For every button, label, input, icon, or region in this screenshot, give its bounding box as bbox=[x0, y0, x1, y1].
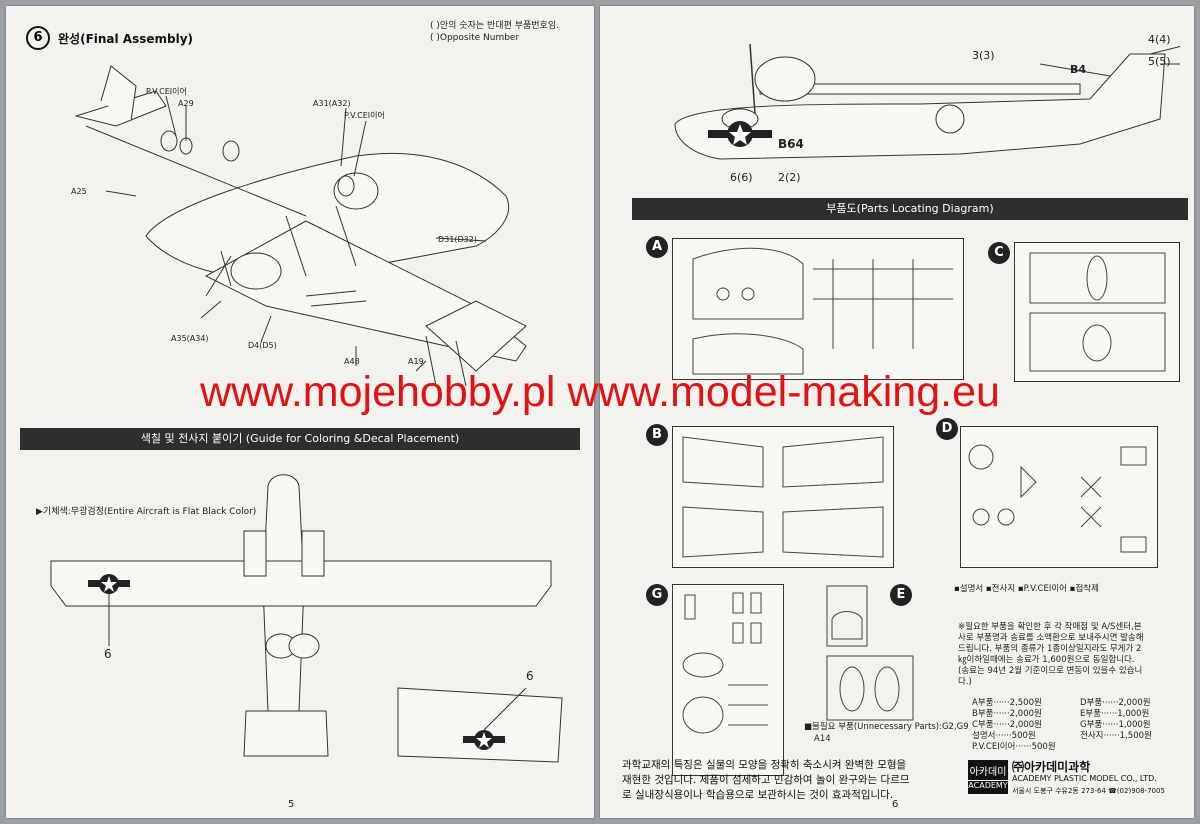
side-view-drawing bbox=[674, 43, 1180, 160]
part-label-d31: D31(D32) bbox=[438, 235, 477, 244]
sprue-letter-e: E bbox=[890, 584, 912, 606]
coloring-guide-bar: 색칠 및 전사지 붙이기 (Guide for Coloring &Decal … bbox=[20, 428, 580, 450]
watermark: www.mojehobby.pl www.model-making.eu bbox=[200, 368, 1000, 416]
part-label-a25: A25 bbox=[71, 187, 87, 196]
contents-legend: ▪설명서 ▪전사지 ▪P.V.CEI이어 ▪접착제 bbox=[954, 584, 1099, 594]
company-address: 서울시 도봉구 수유2동 273-64 ☎(02)908-7005 bbox=[1012, 787, 1165, 795]
hull-star-roundel bbox=[708, 121, 772, 147]
sprue-letter-g: G bbox=[646, 584, 668, 606]
decal-callout-6: 6(6) bbox=[730, 171, 753, 184]
unnecessary-parts-2: A14 bbox=[814, 734, 831, 744]
sprue-letter-b: B bbox=[646, 424, 668, 446]
parts-diagram-bar: 부품도(Parts Locating Diagram) bbox=[632, 198, 1188, 220]
coloring-plan-view bbox=[50, 474, 563, 763]
opposite-note-kr: ( )안의 숫자는 반대편 부품번호임. bbox=[430, 21, 559, 31]
order-note: ※필요한 부품을 확인한 후 각 작매점 및 A/S센터,본 사로 부품명과 송… bbox=[958, 622, 1144, 687]
part-label-a31: A31(A32) bbox=[313, 99, 351, 108]
company-name-kr: ㈜아카데미과학 bbox=[1012, 760, 1091, 774]
decal-callout-5: 5(5) bbox=[1148, 55, 1171, 68]
tail-code: B4 bbox=[1070, 63, 1087, 76]
part-label-a19: A19 bbox=[408, 357, 424, 366]
sprue-letter-a: A bbox=[646, 236, 668, 258]
decal-callout-6-wing: 6 bbox=[104, 647, 112, 661]
part-label-d4: D4(D5) bbox=[248, 341, 277, 350]
part-label-pvc-1: P.V.CEI이어 bbox=[146, 86, 187, 96]
sprue-letter-d: D bbox=[936, 418, 958, 440]
part-label-a35: A35(A34) bbox=[171, 334, 209, 343]
part-label-a48: A48 bbox=[344, 357, 360, 366]
decal-callout-6-tail: 6 bbox=[526, 669, 534, 683]
wing-star-roundel bbox=[88, 574, 130, 594]
decal-callout-2: 2(2) bbox=[778, 171, 801, 184]
price-list-right: D부품······2,000원 E부품······1,000원 G부품·····… bbox=[1080, 698, 1152, 741]
aircraft-color-note: ▶기체색:무광검정(Entire Aircraft is Flat Black … bbox=[36, 507, 257, 517]
final-assembly-drawing: P.V.CEI이어 A29 A25 A31(A32) P.V.CEI이어 D31… bbox=[71, 65, 527, 387]
sprue-e bbox=[822, 584, 914, 724]
right-page: B4 B64 3(3) 4(4) 5(5) 6(6) 2(2) 부품도(Part… bbox=[600, 6, 1194, 818]
tail-star-roundel bbox=[463, 730, 505, 750]
left-page: 6 완성(Final Assembly) ( )안의 숫자는 반대편 부품번호임… bbox=[6, 6, 594, 818]
sprue-a bbox=[672, 238, 964, 380]
company-name-en: ACADEMY PLASTIC MODEL CO., LTD. bbox=[1012, 774, 1157, 783]
opposite-note-en: ( )Opposite Number bbox=[430, 33, 520, 43]
step-number: 6 bbox=[26, 26, 50, 50]
sprue-letter-c: C bbox=[988, 242, 1010, 264]
sprue-d bbox=[960, 426, 1158, 568]
hull-code: B64 bbox=[778, 137, 804, 151]
page-number-right: 6 bbox=[892, 799, 899, 810]
sprue-c bbox=[1014, 242, 1180, 382]
step-title: 완성(Final Assembly) bbox=[58, 32, 194, 46]
page-number-left: 5 bbox=[288, 799, 295, 810]
footer-note: 과학교재의 특징은 실물의 모양을 정확히 축소시켜 완벽한 모형을 재현한 것… bbox=[622, 759, 910, 801]
decal-callout-4: 4(4) bbox=[1148, 33, 1171, 46]
unnecessary-parts: ■불필요 부품(Unnecessary Parts):G2,G9 bbox=[804, 722, 969, 732]
decal-callout-3: 3(3) bbox=[972, 49, 995, 62]
part-label-pvc-2: P.V.CEI이어 bbox=[344, 110, 385, 120]
price-list-left: A부품······2,500원 B부품······2,000원 C부품·····… bbox=[972, 698, 1056, 752]
academy-logo: 아카데미 ACADEMY bbox=[968, 760, 1008, 794]
part-label-a29: A29 bbox=[178, 99, 194, 108]
sprue-b bbox=[672, 426, 894, 568]
sprue-g bbox=[672, 584, 784, 776]
